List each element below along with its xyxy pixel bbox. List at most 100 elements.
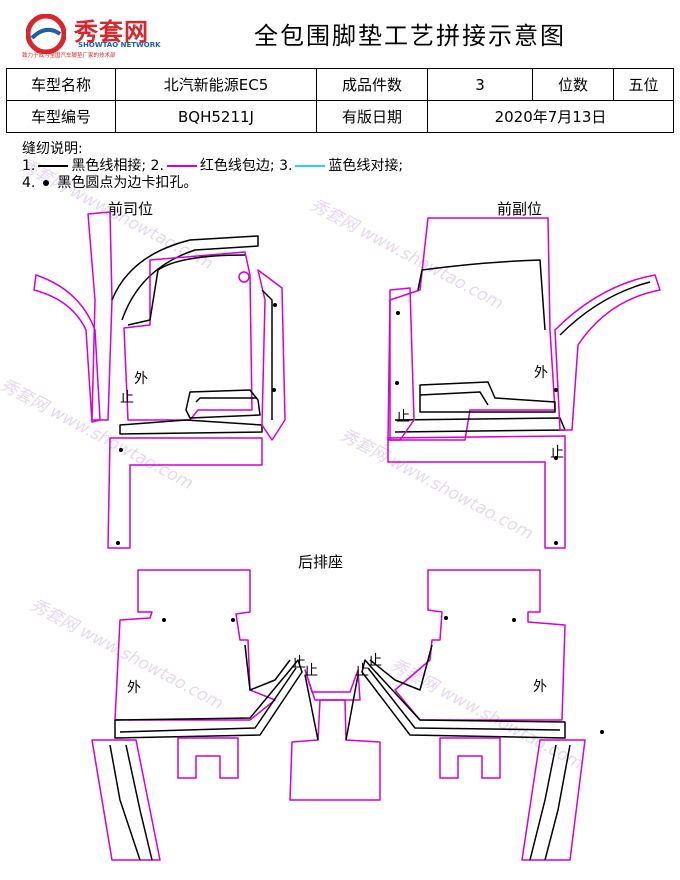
clip-hole-icon xyxy=(444,616,448,620)
stop-label: 止 xyxy=(304,663,318,679)
notes-legend-row: 1. 黑色线相接; 2. 红色线包边; 3. 蓝色线对接; xyxy=(22,158,403,175)
piece-count-value: 3 xyxy=(427,68,533,101)
driver-right-strip-seam xyxy=(261,289,273,420)
page-title: 全包围脚垫工艺拼接示意图 xyxy=(254,22,566,50)
notes-dot-row: 4. 黑色圆点为边卡扣孔。 xyxy=(22,175,403,192)
rear-left-sill xyxy=(114,659,303,739)
driver-sill-2 xyxy=(195,397,256,403)
black-line-swatch xyxy=(38,165,69,167)
info-table: 车型名称 北汽新能源EC5 成品件数 3 位数 五位 车型编号 BQH5211J… xyxy=(6,68,674,133)
logo-icon xyxy=(26,14,66,54)
sewing-notes: 缝纫说明: 1. 黑色线相接; 2. 红色线包边; 3. 蓝色线对接; 4. 黑色圆点为… xyxy=(22,141,403,192)
note-number: 3. xyxy=(279,158,293,174)
stop-label: 止 xyxy=(396,409,410,425)
rear-right-floor-seam xyxy=(369,644,433,691)
rear-right-quarter-seam xyxy=(529,744,571,861)
blue-line-swatch xyxy=(295,165,326,167)
rear-center-seam xyxy=(304,674,359,741)
driver-rear-flap xyxy=(107,437,263,549)
clip-hole-icon xyxy=(554,388,558,392)
passenger-sill-3 xyxy=(394,417,566,433)
section-label-driver: 前司位 xyxy=(108,200,154,218)
stop-label: 止 xyxy=(120,390,134,406)
driver-hole-icon xyxy=(238,271,250,283)
stop-label: 止 xyxy=(292,655,306,671)
stop-label: 止 xyxy=(355,663,369,679)
note-text: 红色线包边; xyxy=(199,158,275,174)
rear-right-sill-inner xyxy=(367,667,561,731)
clip-hole-dots xyxy=(116,303,604,734)
clip-hole-icon xyxy=(554,541,558,545)
rear-left-sill-inner xyxy=(119,667,297,733)
clip-hole-icon xyxy=(119,448,123,452)
passenger-mat-group xyxy=(387,217,661,549)
clip-hole-icon xyxy=(162,618,166,622)
driver-a-pillar-strip xyxy=(87,211,113,421)
note-number: 1. xyxy=(22,158,36,174)
version-date-label: 有版日期 xyxy=(316,100,428,133)
passenger-sill-1 xyxy=(419,381,556,413)
model-name-label: 车型名称 xyxy=(6,68,116,101)
note-number: 2. xyxy=(150,158,164,174)
table-row: 车型名称 北汽新能源EC5 成品件数 3 位数 五位 xyxy=(6,68,674,101)
rear-left-floor-seam xyxy=(244,644,291,691)
outer-label: 外 xyxy=(127,680,141,696)
stop-label: 止 xyxy=(550,445,564,461)
clip-hole-icon xyxy=(512,618,516,622)
section-label-passenger: 前副位 xyxy=(497,200,543,218)
clip-hole-icon xyxy=(395,381,399,385)
notes-heading: 缝纫说明: xyxy=(22,141,83,157)
note-text: 蓝色线对接; xyxy=(328,158,404,174)
note-text: 黑色线相接; xyxy=(71,158,147,174)
logo-subtext: SHOWTAO NETWORK xyxy=(78,41,161,49)
clip-hole-icon xyxy=(272,388,276,392)
passenger-floor-seam xyxy=(417,259,546,331)
rear-left-floor xyxy=(114,569,276,721)
rear-right-tab xyxy=(439,737,501,779)
driver-floor-main xyxy=(123,251,253,421)
passenger-floor-main xyxy=(387,217,556,441)
rear-left-quarter-seam xyxy=(109,744,153,861)
model-code-value: BQH5211J xyxy=(115,100,317,133)
passenger-rear-flap xyxy=(387,435,566,549)
note-number: 4. xyxy=(22,175,36,191)
section-label-rear: 后排座 xyxy=(298,553,344,571)
model-code-label: 车型编号 xyxy=(6,100,116,133)
rear-left-tab xyxy=(177,737,239,779)
stop-label: 止 xyxy=(368,653,382,669)
clip-hole-icon xyxy=(116,541,120,545)
rear-right-floor xyxy=(394,569,566,721)
clip-hole-icon xyxy=(231,618,235,622)
driver-mat-group xyxy=(33,211,286,549)
rear-mat-group xyxy=(91,569,586,861)
driver-sill-3 xyxy=(119,419,263,435)
driver-right-strip xyxy=(257,269,286,441)
clip-hole-icon xyxy=(396,311,400,315)
outer-label: 外 xyxy=(533,679,547,695)
clip-hole-icon xyxy=(273,303,277,307)
note-text: 黑色圆点为边卡扣孔。 xyxy=(57,175,198,191)
clip-hole-icon xyxy=(554,456,558,460)
table-row: 车型编号 BQH5211J 有版日期 2020年7月13日 xyxy=(6,100,674,133)
model-name-value: 北汽新能源EC5 xyxy=(115,68,317,101)
outer-label: 外 xyxy=(534,365,548,381)
passenger-a-pillar-seam xyxy=(559,281,651,336)
driver-sill-1 xyxy=(185,389,261,419)
rear-right-quarter xyxy=(521,739,586,861)
rear-left-quarter xyxy=(91,739,161,861)
outer-label: 外 xyxy=(134,371,148,387)
logo: 秀套网 SHOWTAO NETWORK 致力于成为全国汽车脚垫厂家的技术部 xyxy=(22,10,172,60)
dot-icon xyxy=(43,180,50,186)
seat-value: 五位 xyxy=(613,68,674,101)
driver-floor-seam xyxy=(127,254,246,326)
red-line-swatch xyxy=(166,165,197,167)
version-date-value: 2020年7月13日 xyxy=(427,100,674,133)
rear-right-sill xyxy=(361,659,566,739)
driver-side-curve-strip xyxy=(33,274,101,423)
logo-tagline: 致力于成为全国汽车脚垫厂家的技术部 xyxy=(22,53,116,59)
passenger-sill-2 xyxy=(419,391,489,406)
clip-hole-icon xyxy=(600,730,604,734)
logo-text: 秀套网 xyxy=(74,18,149,46)
driver-kick-panel-outer xyxy=(111,235,259,321)
